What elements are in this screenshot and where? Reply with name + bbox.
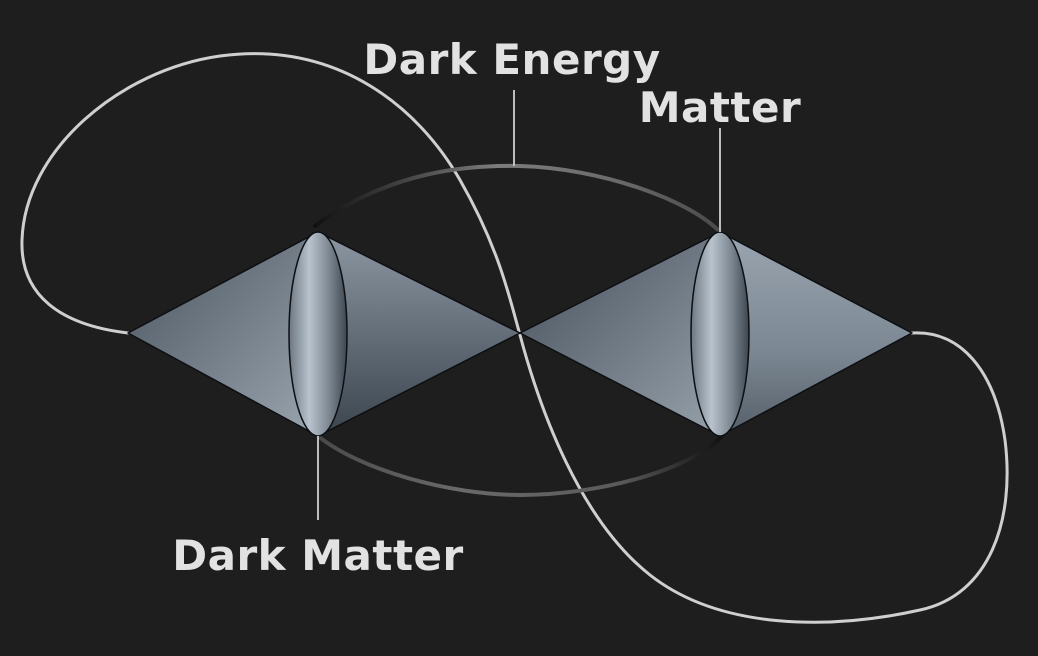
matter-label: Matter bbox=[639, 83, 802, 132]
right-lens-disc bbox=[690, 231, 750, 437]
inner-arc-bottom bbox=[316, 434, 724, 498]
left-lens-disc bbox=[288, 231, 348, 437]
right-cone-pair bbox=[519, 231, 913, 437]
inner-arc-top bbox=[313, 163, 722, 234]
outer-loop-curve bbox=[20, 52, 1009, 624]
right-cone-left bbox=[519, 231, 721, 437]
dark-energy-label: Dark Energy bbox=[363, 35, 660, 84]
dark-matter-label: Dark Matter bbox=[172, 531, 463, 580]
left-cone-pair bbox=[127, 231, 521, 437]
left-cone-right bbox=[317, 231, 521, 437]
